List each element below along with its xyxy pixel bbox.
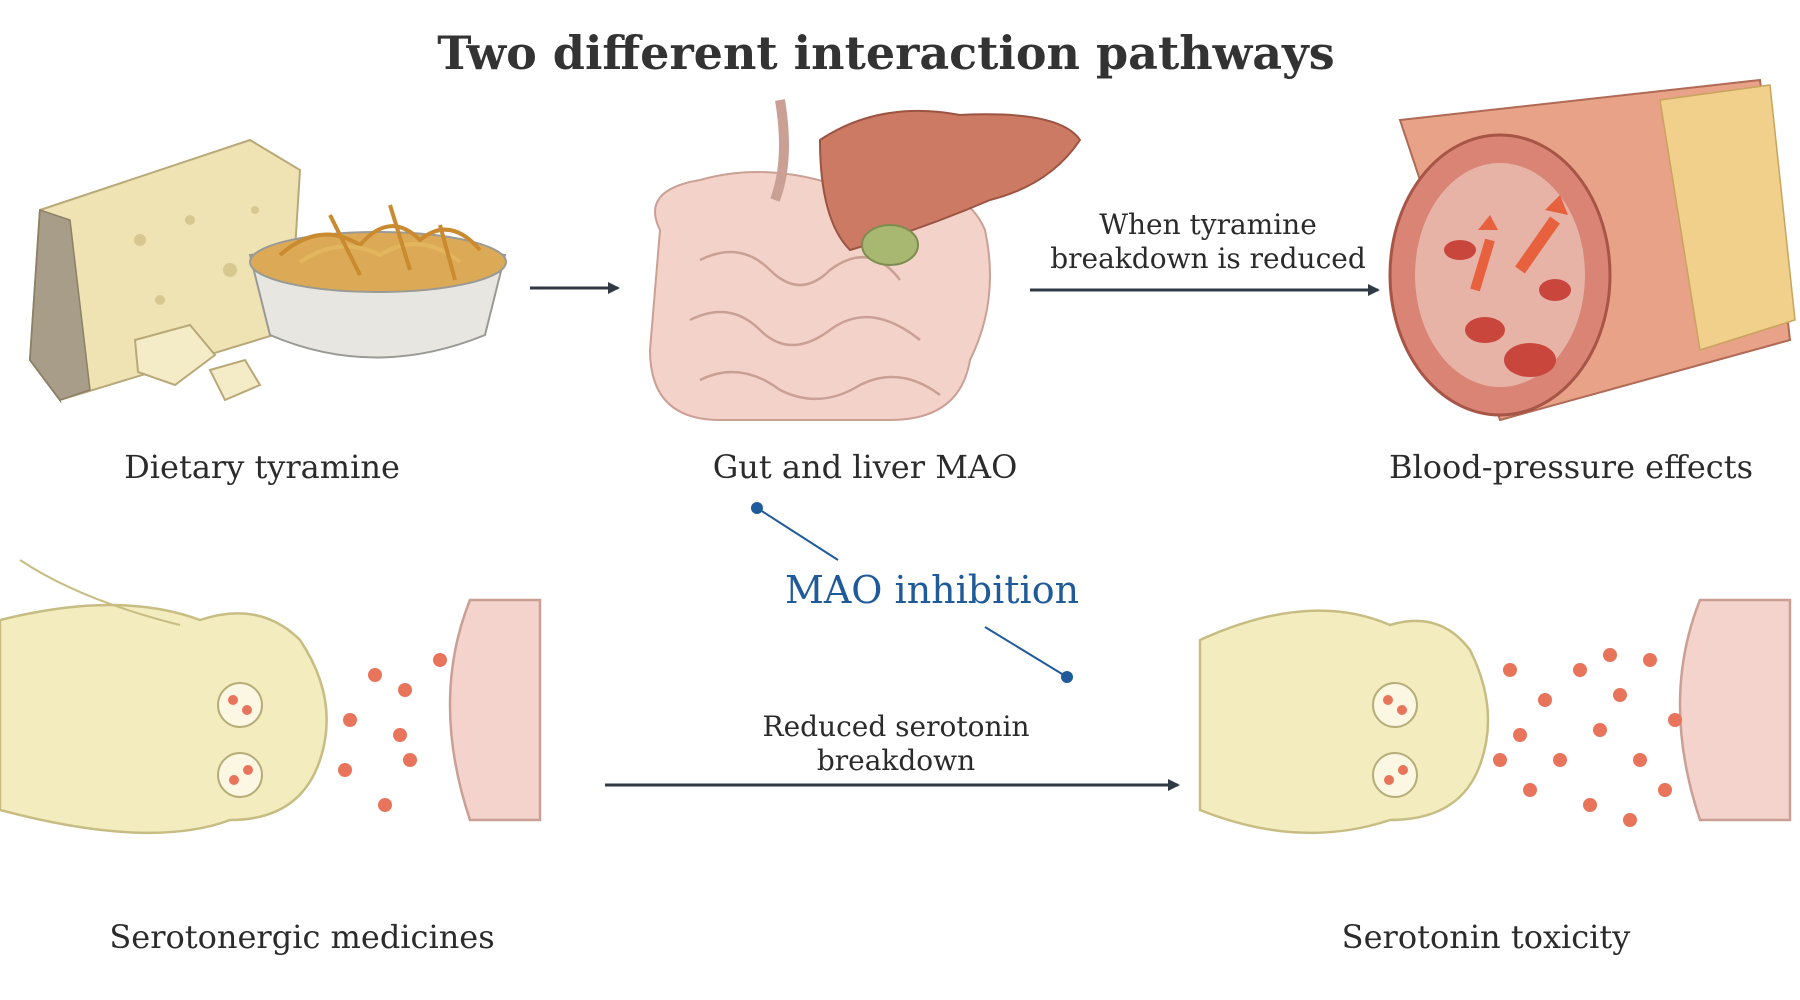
cheese-and-bowl-illustration bbox=[28, 138, 507, 404]
node-label-blood-pressure-effects: Blood-pressure effects bbox=[1389, 448, 1753, 486]
node-label-dietary-tyramine: Dietary tyramine bbox=[124, 448, 400, 486]
edge-label-bottom-line2: breakdown bbox=[816, 744, 976, 777]
node-label-gut-liver-mao: Gut and liver MAO bbox=[712, 448, 1018, 486]
gut-and-liver-illustration bbox=[648, 99, 1082, 421]
node-label-serotonin-toxicity: Serotonin toxicity bbox=[1341, 918, 1631, 956]
edge-label-bottom: Reduced serotonin breakdown bbox=[763, 710, 1030, 778]
mao-inhibition-connectors bbox=[751, 502, 1073, 683]
edge-label-top: When tyramine breakdown is reduced bbox=[1050, 208, 1366, 276]
edge-label-bottom-line1: Reduced serotonin bbox=[762, 710, 1030, 743]
blood-vessel-illustration bbox=[1388, 78, 1796, 422]
edge-label-top-line1: When tyramine bbox=[1099, 208, 1317, 241]
edge-label-top-line2: breakdown is reduced bbox=[1050, 242, 1366, 275]
node-label-serotonergic-medicines: Serotonergic medicines bbox=[109, 918, 495, 956]
synapse-normal-illustration bbox=[0, 559, 542, 835]
mao-inhibition-label: MAO inhibition bbox=[784, 568, 1080, 612]
synapse-toxicity-illustration bbox=[1198, 598, 1792, 835]
diagram-title: Two different interaction pathways bbox=[437, 26, 1335, 80]
